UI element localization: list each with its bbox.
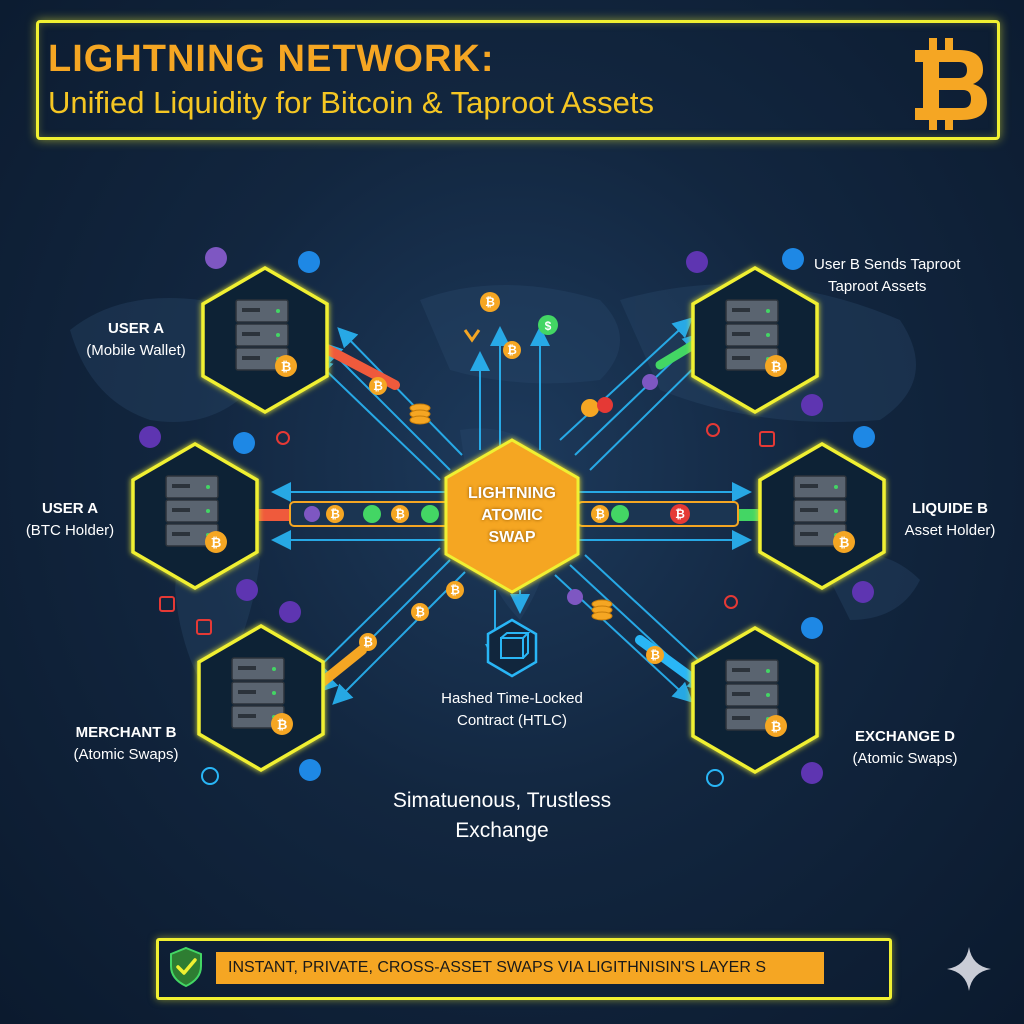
node-detail: (Mobile Wallet): [86, 342, 186, 359]
node-label-liquide-b: LIQUIDE B Asset Holder): [860, 498, 1024, 542]
exchange-caption-line-1: Simatuenous, Trustless: [392, 789, 612, 812]
svg-text:$: $: [545, 319, 552, 333]
hub-line-1: LIGHTNING: [468, 485, 556, 502]
node-label-user-a-mobile: USER A (Mobile Wallet): [46, 318, 226, 362]
node-detail: Asset Holder): [904, 522, 996, 539]
htlc-line-2: Contract (HTLC): [456, 712, 568, 729]
svg-text:₿: ₿: [363, 635, 373, 649]
shield-check-icon: [170, 946, 202, 988]
exchange-caption-line-2: Exchange: [455, 819, 549, 842]
hub-line-3: SWAP: [488, 529, 536, 546]
footer-tagline: INSTANT, PRIVATE, CROSS-ASSET SWAPS VIA …: [216, 952, 824, 984]
node-name: EXCHANGE D: [854, 728, 955, 745]
header-banner: [36, 20, 1000, 140]
node-label-exchange-d: EXCHANGE D (Atomic Swaps): [815, 726, 995, 770]
svg-text:₿: ₿: [450, 583, 460, 597]
footer-banner: [156, 938, 892, 1000]
hub-label: LIGHTNING ATOMIC SWAP: [446, 483, 578, 549]
hub-line-2: ATOMIC: [481, 507, 543, 524]
svg-text:₿: ₿: [595, 507, 605, 521]
svg-text:₿: ₿: [395, 507, 405, 521]
node-detail: (BTC Holder): [25, 522, 115, 539]
page-subtitle: Unified Liquidity for Bitcoin & Taproot …: [48, 85, 654, 120]
bitcoin-logo-icon: [915, 38, 987, 130]
node-name: USER A: [41, 500, 99, 517]
svg-text:₿: ₿: [485, 295, 495, 309]
svg-text:₿: ₿: [373, 379, 383, 393]
svg-text:₿: ₿: [507, 343, 517, 357]
htlc-label: Hashed Time-Locked Contract (HTLC): [412, 688, 612, 732]
node-label-user-a-btc: USER A (BTC Holder): [0, 498, 160, 542]
exchange-caption: Simatuenous, Trustless Exchange: [352, 786, 652, 846]
node-name: MERCHANT B: [75, 724, 177, 741]
node-detail: (Atomic Swaps): [852, 750, 958, 767]
svg-text:₿: ₿: [675, 507, 685, 521]
node-line-2: Taproot Assets: [828, 278, 927, 295]
node-name: LIQUIDE B: [912, 500, 988, 517]
node-detail: (Atomic Swaps): [73, 746, 179, 763]
svg-text:₿: ₿: [330, 507, 340, 521]
node-line-1: User B Sends Taproot: [814, 256, 961, 273]
node-name: USER A: [107, 320, 165, 337]
sparkle-icon: [947, 947, 991, 991]
svg-text:₿: ₿: [415, 605, 425, 619]
node-label-merchant-b: MERCHANT B (Atomic Swaps): [36, 722, 216, 766]
htlc-line-1: Hashed Time-Locked: [441, 690, 583, 707]
svg-text:₿: ₿: [650, 648, 660, 662]
node-label-user-b-taproot: User B Sends Taproot Taproot Assets: [814, 254, 1014, 298]
page-title: LIGHTNING NETWORK:: [48, 38, 495, 80]
